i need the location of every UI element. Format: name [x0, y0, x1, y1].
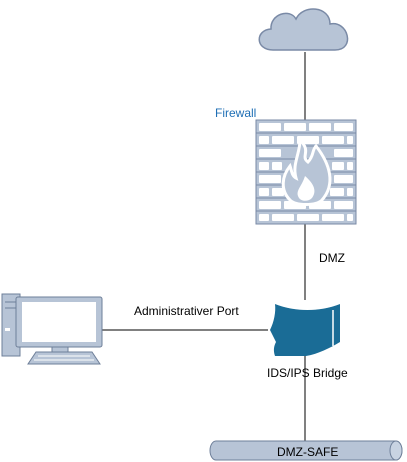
- firewall-icon: [255, 119, 357, 225]
- dmz-safe-label: DMZ-SAFE: [277, 445, 339, 459]
- bridge-icon: [270, 300, 340, 356]
- workstation-icon: [1, 293, 103, 365]
- bridge-label: IDS/IPS Bridge: [267, 366, 348, 380]
- cloud-icon: [258, 8, 349, 51]
- admin-port-edge-label: Administrativer Port: [134, 304, 239, 318]
- firewall-label: Firewall: [215, 106, 257, 120]
- pipe-icon: [209, 440, 403, 461]
- dmz-edge-label: DMZ: [319, 251, 345, 265]
